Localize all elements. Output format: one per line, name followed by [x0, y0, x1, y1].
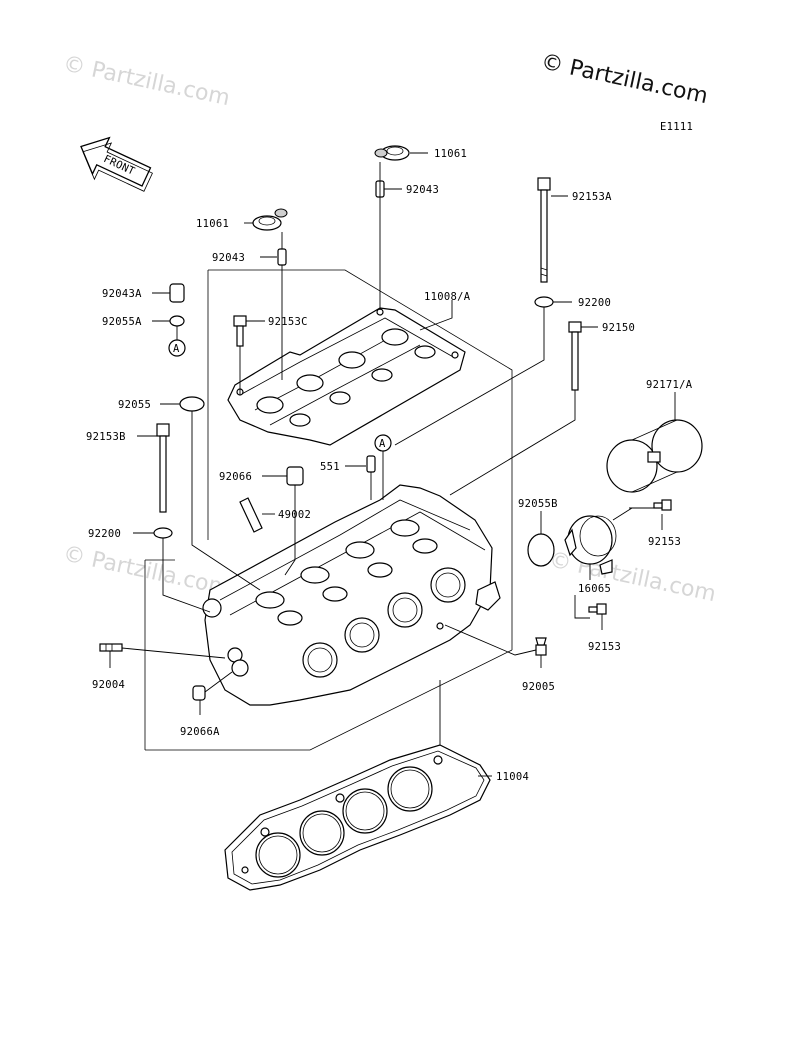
callout-a-left: A	[168, 339, 186, 357]
label-11004: 11004	[496, 771, 529, 783]
label-92055: 92055	[118, 399, 151, 411]
dowel-92043A	[169, 283, 185, 303]
cover-92171A	[606, 419, 703, 493]
label-92153A: 92153A	[572, 191, 612, 203]
assembly-outline	[144, 269, 513, 751]
svg-text:A: A	[379, 438, 386, 450]
label-92153-lower: 92153	[588, 641, 621, 653]
housing-16065	[564, 515, 617, 575]
cap-11061-left	[252, 208, 288, 231]
oring-92055A	[169, 315, 185, 327]
label-16065: 16065	[578, 583, 611, 595]
label-92055B: 92055B	[518, 498, 558, 510]
watermark-top-left: © Partzilla.com	[61, 51, 232, 111]
label-49002: 49002	[278, 509, 311, 521]
pin-551	[366, 455, 376, 473]
label-92043A: 92043A	[102, 288, 142, 300]
guide-49002	[239, 497, 263, 533]
watermark-mid-left: © Partzilla.com	[61, 541, 232, 601]
label-92200-right: 92200	[578, 297, 611, 309]
label-92153B: 92153B	[86, 431, 126, 443]
oring-92055B	[527, 533, 555, 567]
label-92153-upper: 92153	[648, 536, 681, 548]
collar-92066A	[192, 685, 206, 701]
leader-lines	[109, 152, 676, 777]
bolt-92153-upper	[653, 499, 672, 511]
part-labels: 11061 92043 92153A 11061 92043 92200 920…	[86, 148, 693, 783]
bolt-92153A	[537, 177, 551, 283]
label-92150: 92150	[602, 322, 635, 334]
diagram-code: E1111	[660, 121, 693, 133]
oring-92055	[179, 396, 205, 412]
bolt-92153B	[156, 423, 170, 513]
stud-92004	[99, 643, 123, 652]
label-11061-left: 11061	[196, 218, 229, 230]
washer-92200-left	[153, 527, 173, 539]
svg-text:A: A	[173, 343, 180, 355]
camshaft-holder	[227, 307, 466, 446]
cap-11061-top	[374, 145, 410, 161]
label-92043-left: 92043	[212, 252, 245, 264]
label-92066: 92066	[219, 471, 252, 483]
bolt-92150	[568, 321, 582, 391]
fitting-92005	[535, 637, 547, 656]
collar-92066	[286, 466, 304, 486]
front-arrow-icon: FRONT	[80, 136, 153, 192]
label-11061-top: 11061	[434, 148, 467, 160]
label-92153C: 92153C	[268, 316, 308, 328]
label-92171A: 92171/A	[646, 379, 693, 391]
head-gasket	[224, 744, 491, 891]
label-92055A: 92055A	[102, 316, 142, 328]
cylinder-head	[202, 484, 501, 706]
label-11008A: 11008/A	[424, 291, 471, 303]
callout-a-center: A	[374, 434, 392, 452]
label-551: 551	[320, 461, 340, 473]
label-92043-top: 92043	[406, 184, 439, 196]
bolt-92153-lower	[588, 603, 607, 615]
label-92066A: 92066A	[180, 726, 220, 738]
label-92200-left: 92200	[88, 528, 121, 540]
label-92004: 92004	[92, 679, 125, 691]
washer-92200-right	[534, 296, 554, 308]
copyright-text: © Partzilla.com	[539, 49, 710, 109]
bolt-92153C	[233, 315, 247, 347]
label-92005: 92005	[522, 681, 555, 693]
watermark-mid-right: © Partzilla.com	[547, 547, 718, 607]
dowel-92043-left	[277, 248, 287, 266]
